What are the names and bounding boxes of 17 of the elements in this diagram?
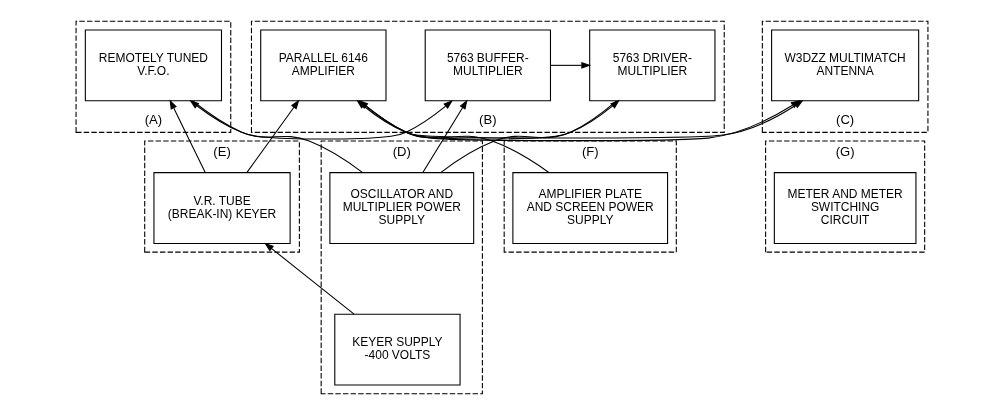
- node-box: OSCILLATOR AND MULTIPLIER POWER SUPPLY: [328, 172, 474, 244]
- node-box: 5763 BUFFER- MULTIPLIER: [424, 29, 551, 102]
- arrow: [549, 61, 591, 69]
- arrow: [245, 99, 299, 174]
- node-box: PARALLEL 6146 AMPLIFIER: [259, 29, 387, 102]
- node-box: KEYER SUPPLY -400 VOLTS: [333, 313, 461, 386]
- node-box: AMPLIFIER PLATE AND SCREEN POWER SUPPLY: [511, 172, 668, 244]
- arrow: [263, 242, 355, 315]
- arrow: [439, 99, 620, 174]
- arrow: [188, 100, 363, 173]
- node-box: METER AND METER SWITCHING CIRCUIT: [773, 172, 916, 244]
- node-box: W3DZZ MULTIMATCH ANTENNA: [770, 29, 919, 102]
- arrow: [169, 99, 206, 174]
- node-box: REMOTELY TUNED V.F.O.: [84, 29, 222, 102]
- arrow: [421, 99, 468, 174]
- node-box: 5763 DRIVER- MULTIPLIER: [588, 29, 715, 102]
- node-box: V.R. TUBE (BREAK-IN) KEYER: [152, 172, 291, 244]
